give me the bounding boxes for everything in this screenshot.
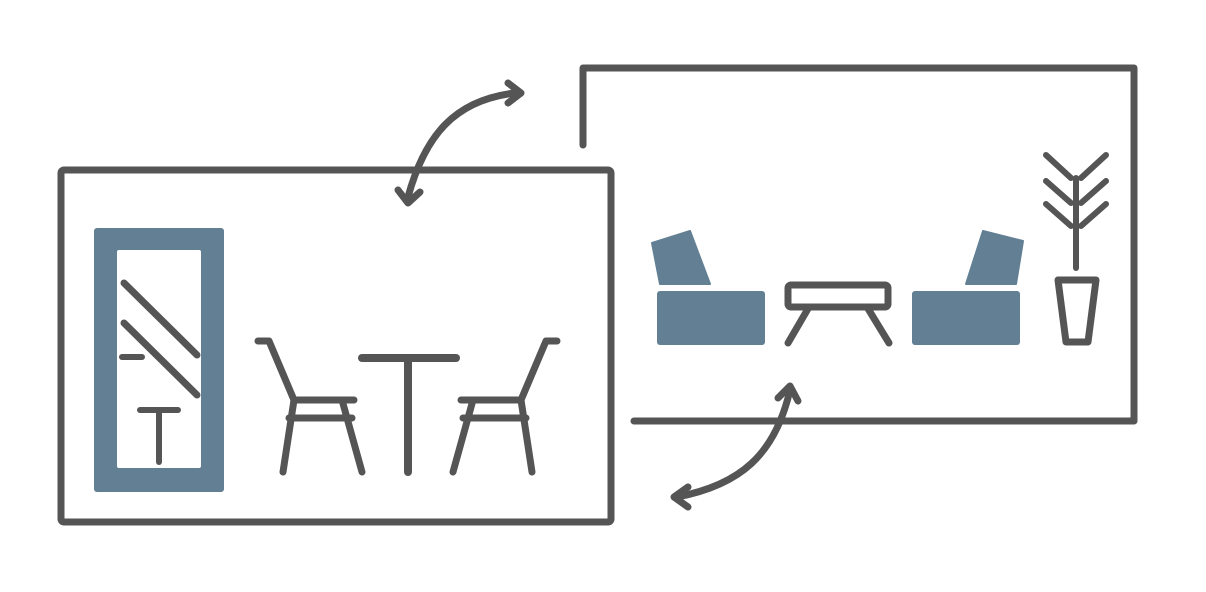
dining-chair-right-icon bbox=[449, 337, 561, 476]
armchair-left-icon bbox=[651, 230, 765, 345]
dining-chair-left-icon bbox=[254, 337, 366, 476]
mirror-icon bbox=[94, 228, 224, 492]
armchair-right-icon bbox=[912, 230, 1024, 345]
dining-table-icon bbox=[358, 354, 460, 476]
coffee-table-icon bbox=[784, 281, 893, 347]
potted-plant-icon bbox=[1043, 152, 1109, 346]
front-room-frame bbox=[57, 166, 615, 526]
swap-arrow-top-icon bbox=[394, 79, 525, 207]
swap-arrow-bottom-icon bbox=[670, 382, 802, 511]
back-room-frame bbox=[579, 64, 1138, 425]
